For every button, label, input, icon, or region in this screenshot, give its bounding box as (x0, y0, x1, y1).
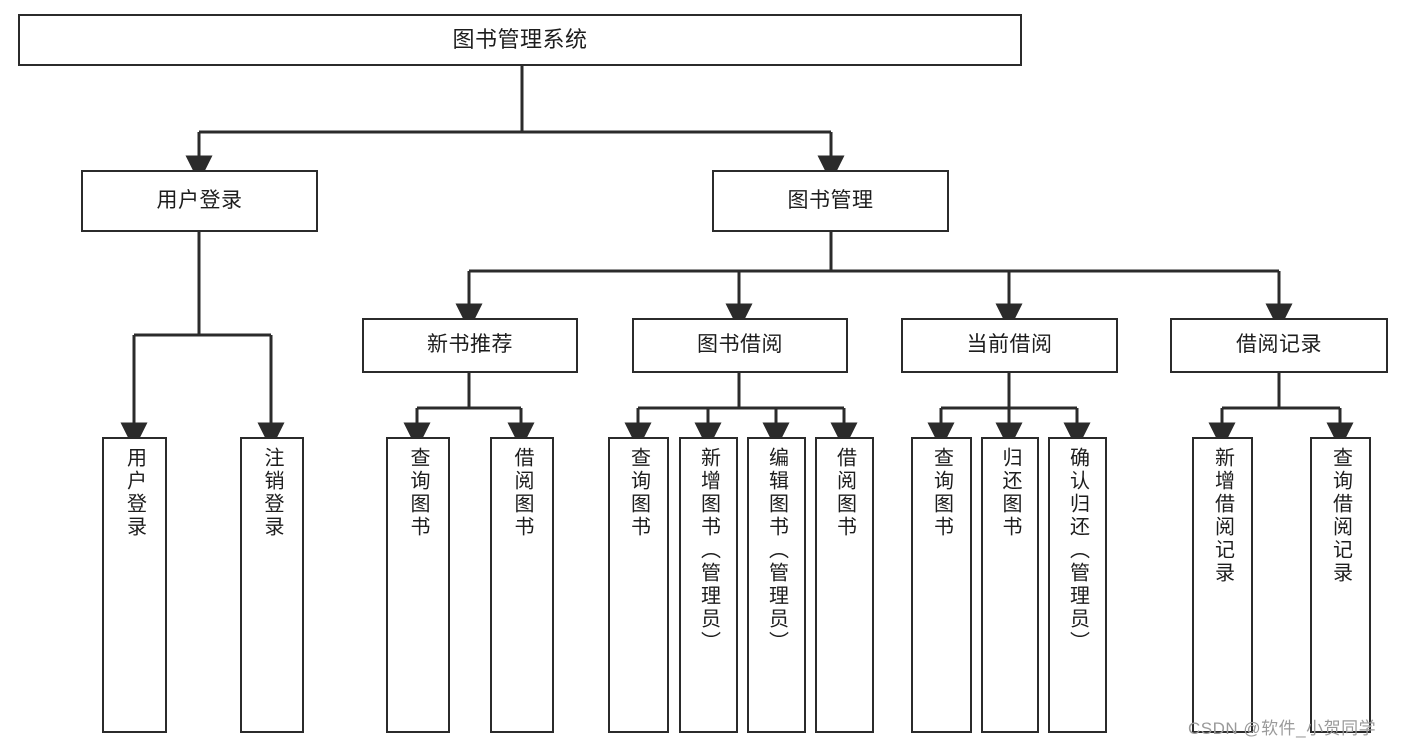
node-book-management[interactable]: 图书管理 (712, 170, 949, 232)
node-label: 图书管理 (787, 188, 874, 212)
node-label: 新书推荐 (427, 333, 513, 357)
node-leaf-borrow-book-2[interactable]: 借阅图书 (815, 437, 874, 733)
node-user-login[interactable]: 用户登录 (81, 170, 318, 232)
node-label: 借阅记录 (1236, 333, 1322, 357)
node-label: 查询借阅记录 (1329, 447, 1352, 585)
node-label: 查询图书 (407, 447, 429, 539)
node-label: 当前借阅 (966, 333, 1053, 357)
node-book-management-system[interactable]: 图书管理系统 (18, 14, 1022, 66)
node-current-borrow[interactable]: 当前借阅 (901, 318, 1118, 373)
node-leaf-return-book[interactable]: 归还图书 (981, 437, 1039, 733)
node-new-book-recommend[interactable]: 新书推荐 (362, 318, 578, 373)
node-leaf-borrow-book-1[interactable]: 借阅图书 (490, 437, 554, 733)
node-book-borrow[interactable]: 图书借阅 (632, 318, 848, 373)
node-label: 借阅图书 (833, 447, 856, 539)
node-label: 归还图书 (999, 447, 1021, 539)
node-label: 编辑图书（管理员） (765, 447, 788, 654)
node-label: 用户登录 (156, 188, 243, 212)
node-label: 注销登录 (261, 447, 283, 539)
node-borrow-record[interactable]: 借阅记录 (1170, 318, 1388, 373)
node-leaf-query-record[interactable]: 查询借阅记录 (1310, 437, 1371, 733)
node-leaf-query-book-3[interactable]: 查询图书 (911, 437, 972, 733)
node-label: 图书管理系统 (452, 27, 588, 53)
node-leaf-add-book[interactable]: 新增图书（管理员） (679, 437, 738, 733)
node-label: 新增图书（管理员） (697, 447, 720, 654)
node-label: 查询图书 (930, 447, 953, 539)
node-leaf-user-login[interactable]: 用户登录 (102, 437, 167, 733)
csdn-watermark: CSDN @软件_小贺同学 (1188, 719, 1377, 738)
node-label: 查询图书 (627, 447, 650, 539)
node-leaf-query-book-2[interactable]: 查询图书 (608, 437, 669, 733)
node-leaf-edit-book[interactable]: 编辑图书（管理员） (747, 437, 806, 733)
node-leaf-logout[interactable]: 注销登录 (240, 437, 304, 733)
node-label: 图书借阅 (697, 333, 783, 357)
node-leaf-query-book-1[interactable]: 查询图书 (386, 437, 450, 733)
node-label: 借阅图书 (511, 447, 533, 539)
node-label: 确认归还（管理员） (1066, 447, 1089, 654)
node-leaf-confirm-return[interactable]: 确认归还（管理员） (1048, 437, 1107, 733)
node-label: 新增借阅记录 (1211, 447, 1234, 585)
node-leaf-add-record[interactable]: 新增借阅记录 (1192, 437, 1253, 733)
node-label: 用户登录 (123, 447, 146, 539)
